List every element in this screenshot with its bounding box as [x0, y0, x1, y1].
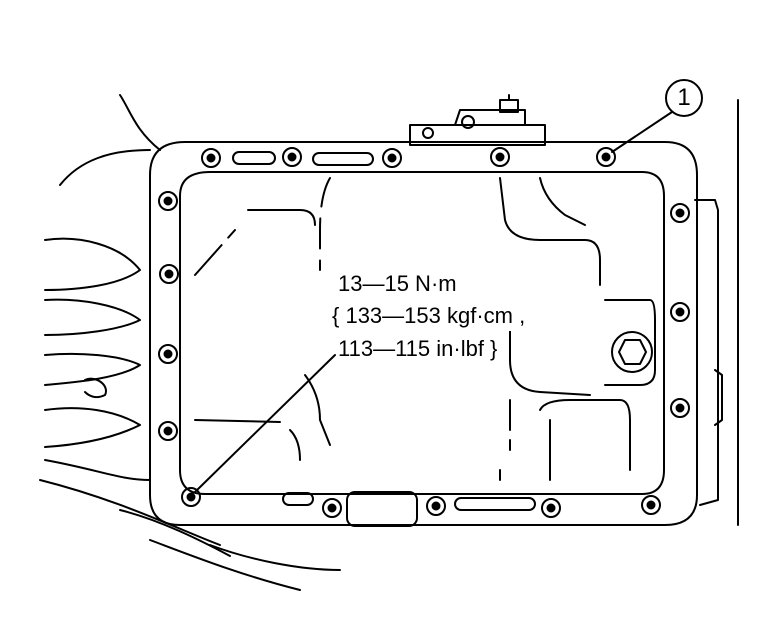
- bolt: [201, 148, 221, 168]
- torque-spec-line-2: { 133—153 kgf·cm ,: [330, 300, 528, 331]
- drain-plug: [611, 331, 653, 373]
- bolt: [322, 498, 342, 518]
- bolt: [158, 344, 178, 364]
- bolt: [670, 398, 690, 418]
- flange-bolts: [158, 147, 690, 518]
- transmission-housing-right: [694, 99, 739, 526]
- torque-spec-line-3: 113—115 in·lbf }: [336, 333, 500, 364]
- bolt: [596, 147, 616, 167]
- bolt: [158, 191, 178, 211]
- flange-slots: [232, 151, 536, 527]
- bolt: [670, 302, 690, 322]
- oil-pan-flange: [149, 141, 698, 526]
- torque-leader: [194, 354, 336, 493]
- bolt: [641, 495, 661, 515]
- torque-spec-line-1: 13—15 N·m: [336, 268, 459, 299]
- callout-1-leader: [611, 79, 703, 153]
- callout-1-label: 1: [677, 84, 691, 111]
- pan-contours: [194, 177, 656, 481]
- bolt: [490, 147, 510, 167]
- bolt: [181, 487, 201, 507]
- bolt: [541, 498, 561, 518]
- bolt: [159, 264, 179, 284]
- bolt: [382, 148, 402, 168]
- bolt: [426, 496, 446, 516]
- top-bracket: [409, 94, 546, 146]
- bolt: [670, 203, 690, 223]
- oil-pan-inner-wall: [179, 171, 665, 495]
- bolt: [282, 147, 302, 167]
- transmission-housing-left: [39, 94, 341, 591]
- bolt: [158, 421, 178, 441]
